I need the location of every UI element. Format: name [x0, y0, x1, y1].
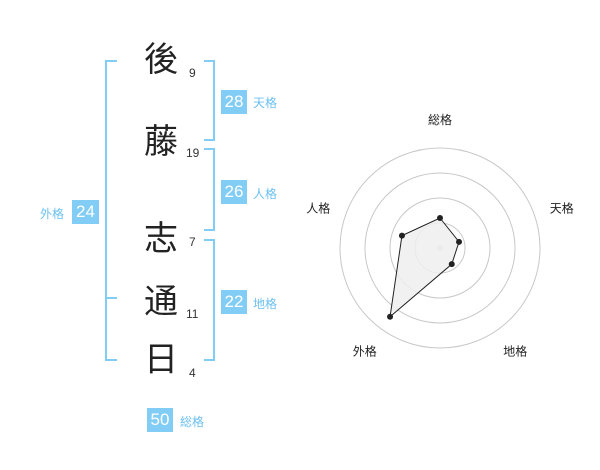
- radar-point-2: [448, 261, 455, 268]
- jinkaku-badge: 26: [221, 180, 247, 204]
- jinkaku-bracket: [204, 148, 215, 231]
- radar-point-3: [387, 313, 394, 320]
- radar-ring: [364, 172, 516, 324]
- stroke-count-3: 7: [189, 235, 196, 249]
- radar-point-1: [456, 238, 463, 245]
- radar-axis-label-1: 天格: [550, 200, 574, 215]
- name-char-4: 通: [144, 282, 178, 322]
- jinkaku-label: 人格: [253, 187, 278, 201]
- radar-polygon: [389, 217, 460, 319]
- name-char-2: 藤: [144, 122, 178, 162]
- tenkaku-label: 天格: [253, 96, 278, 110]
- radar-point-4: [398, 232, 405, 239]
- radar-axis-label-4: 人格: [306, 200, 330, 215]
- name-char-5: 日: [144, 340, 178, 380]
- chikaku-badge: 22: [221, 290, 247, 314]
- stroke-count-5: 4: [189, 366, 196, 380]
- soukaku-badge: 50: [147, 408, 173, 432]
- stroke-count-2: 19: [186, 146, 200, 160]
- tenkaku-bracket: [204, 60, 215, 141]
- chikaku-bracket: [204, 239, 215, 361]
- tenkaku-badge: 28: [221, 90, 247, 114]
- radar-point-0: [437, 215, 443, 221]
- radar-axis-label-0: 総格: [428, 112, 452, 127]
- radar-axis-label-2: 地格: [503, 344, 527, 359]
- stroke-count-1: 9: [189, 66, 196, 80]
- gaikaku-bracket: [105, 60, 117, 361]
- gaikaku-label: 外格: [40, 207, 65, 221]
- radar-ring: [339, 147, 541, 349]
- gaikaku-badge: 24: [72, 200, 99, 224]
- chikaku-label: 地格: [253, 297, 278, 311]
- name-char-1: 後: [144, 40, 178, 80]
- radar-axis-label-3: 外格: [353, 344, 377, 359]
- stroke-count-4: 11: [186, 307, 199, 321]
- radar-ring: [389, 197, 491, 299]
- name-char-3: 志: [144, 219, 178, 259]
- soukaku-label: 総格: [180, 415, 205, 429]
